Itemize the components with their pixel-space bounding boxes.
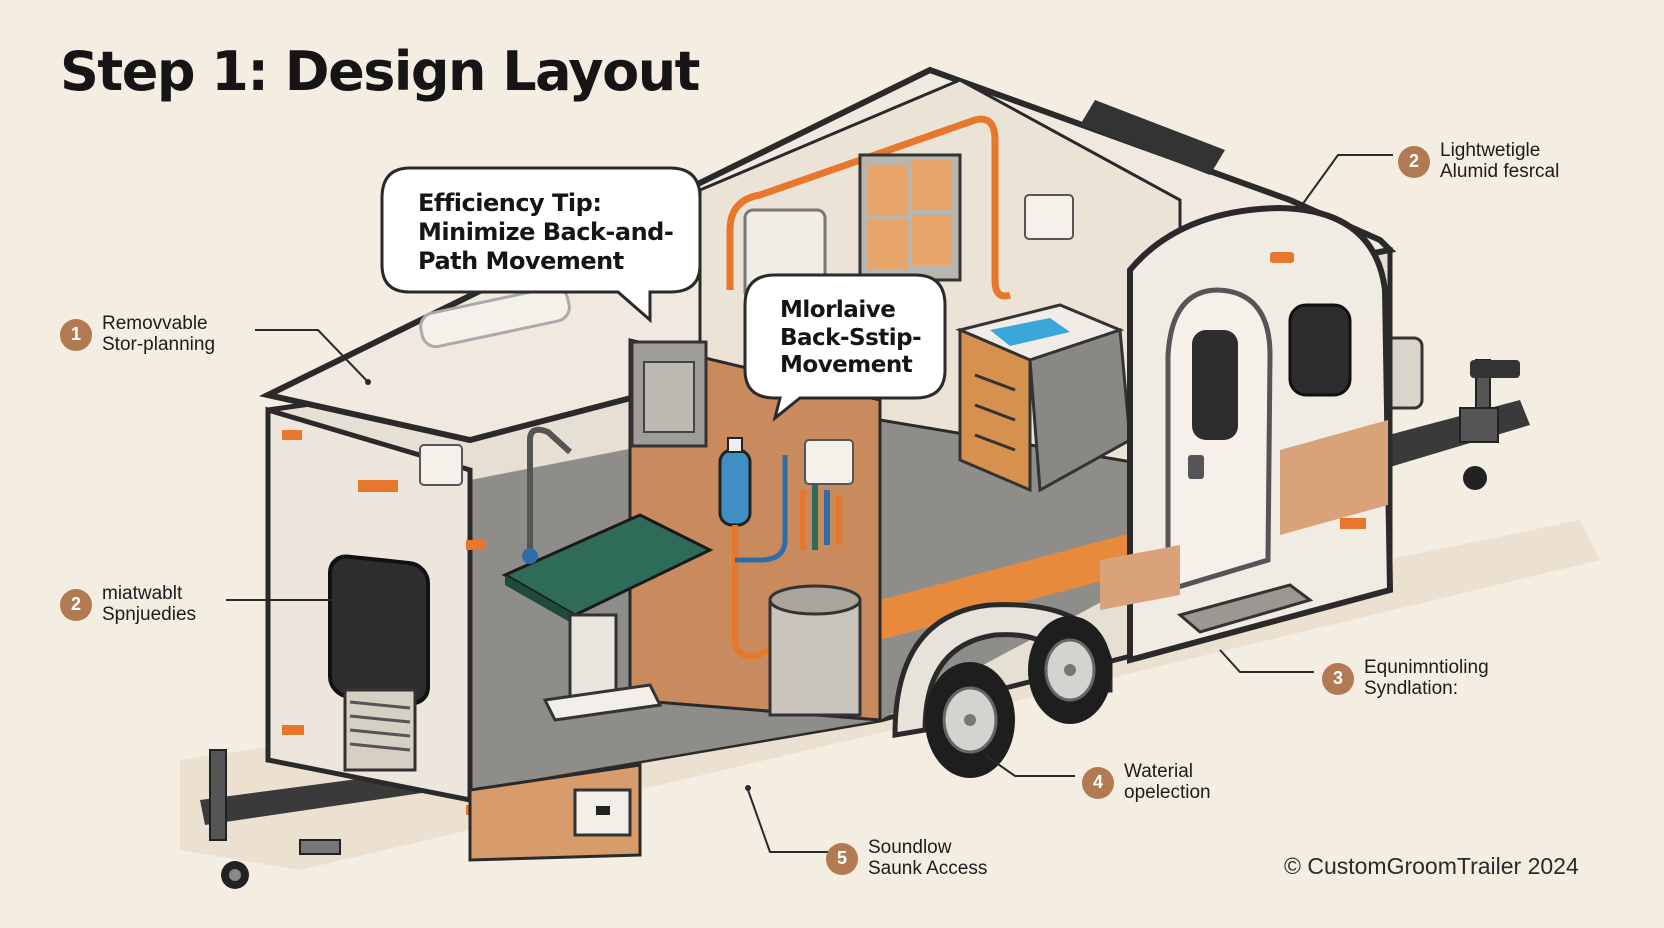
copyright-notice: © CustomGroomTrailer 2024 <box>1284 853 1579 879</box>
rear-hitch <box>1370 336 1530 490</box>
entry-step <box>1176 583 1314 634</box>
callout-5: 5 Soundlow Saunk Access <box>826 837 988 880</box>
outlet-partition <box>804 439 854 485</box>
callout-label: Equnimntioling Syndlation: <box>1364 657 1489 699</box>
orange-pipe <box>726 115 1012 300</box>
number-badge: 3 <box>1322 662 1354 695</box>
callout-2-left: 2 miatwablt Spnjuedies <box>60 583 197 626</box>
callout-label: Soundlow Saunk Access <box>868 837 988 879</box>
number-badge: 2 <box>1398 145 1430 178</box>
front-wheel <box>925 662 1015 778</box>
roof-vent <box>1080 100 1225 175</box>
trash-bin <box>768 584 862 717</box>
side-window <box>1288 303 1352 397</box>
ceiling-light <box>419 285 571 349</box>
callout-4: 4 Waterial opelection <box>1082 761 1211 804</box>
callout-1-left: 1 Removvable Stor-planning <box>60 313 216 356</box>
water-system <box>718 437 842 659</box>
floor-mat <box>880 520 1180 640</box>
callout-2-right: 2 Lightwetigle Alumid fesrcal <box>1398 140 1560 183</box>
sink-counter <box>955 303 1132 493</box>
movement-bubble <box>743 273 947 422</box>
number-badge: 1 <box>60 318 92 351</box>
callout-label: Lightwetigle Alumid fesrcal <box>1440 140 1560 182</box>
callout-label: miatwablt Spnjuedies <box>102 583 197 625</box>
callout-label: Waterial opelection <box>1124 761 1211 803</box>
page-title: Step 1: Design Layout <box>60 40 701 103</box>
callout-label: Removvable Stor-planning <box>102 313 216 355</box>
efficiency-bubble <box>380 166 702 324</box>
callout-3: 3 Equnimntioling Syndlation: <box>1322 657 1489 700</box>
outlet-back <box>1024 194 1074 240</box>
number-badge: 4 <box>1082 766 1114 799</box>
movement-tip-text: Mlorlaive Back-Sstip- Movement <box>780 297 922 379</box>
front-vent-grille <box>343 688 417 772</box>
efficiency-tip-text: Efficiency Tip: Minimize Back-and- Path … <box>418 189 674 275</box>
number-badge: 5 <box>826 842 858 875</box>
door-window <box>1192 330 1238 440</box>
rear-wheel <box>1028 616 1112 724</box>
door-handle <box>1188 455 1204 479</box>
number-badge: 2 <box>60 588 92 621</box>
front-window <box>328 554 430 706</box>
copper-stripe <box>1280 420 1388 535</box>
grooming-table <box>501 426 714 722</box>
leader-lines <box>226 154 1393 853</box>
outlet-front <box>419 444 463 486</box>
